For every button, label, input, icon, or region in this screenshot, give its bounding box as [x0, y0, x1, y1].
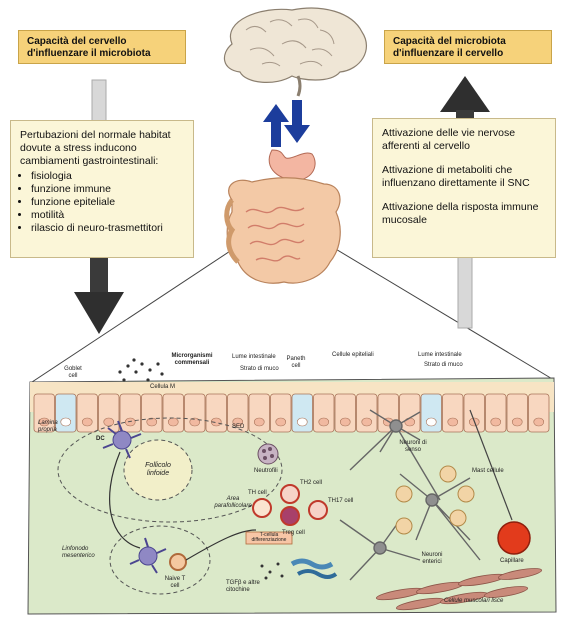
left-arrow-shaft-dark — [90, 255, 108, 295]
follicle-region — [123, 439, 193, 501]
brain-gut-arrows-icon — [263, 100, 310, 147]
cell-nucleus — [275, 417, 287, 427]
cell-nucleus — [103, 417, 115, 427]
cell-nucleus — [210, 417, 222, 427]
label-lumen-1: Lume intestinale — [232, 354, 276, 360]
dc-migration-arrow — [109, 451, 141, 549]
cell-nucleus — [232, 417, 244, 427]
zoom-line-right — [303, 229, 555, 381]
right-panel-paragraph: Attivazione delle vie nervose afferenti … — [382, 127, 516, 152]
label-dc: DC — [96, 436, 105, 442]
brain-icon — [223, 7, 367, 97]
neutrophil-icon — [257, 443, 279, 465]
left-arrow-head — [74, 292, 124, 334]
label-mucus-2: Strato di muco — [424, 362, 463, 368]
label-lamina: Lamina propria — [38, 420, 58, 433]
cell-nucleus — [146, 417, 158, 427]
left-panel-title: Capacità del cervello d'influenzare il m… — [18, 30, 186, 64]
lymph-node-region — [109, 525, 211, 595]
cell-nucleus — [404, 417, 416, 427]
cell-nucleus — [425, 417, 437, 427]
label-lymph-node: Linfonodo mesenterico — [62, 546, 95, 559]
left-panel-list: fisiologia funzione immune funzione epit… — [20, 170, 184, 235]
cell-nucleus — [533, 417, 545, 427]
label-th17: TH17 cell — [328, 498, 354, 504]
cell-nucleus — [511, 417, 523, 427]
label-m-cell: Cellula M — [150, 384, 176, 390]
naive-dc-icon — [129, 537, 187, 574]
left-panel-intro: Pertubazioni del normale habitat dovute … — [20, 129, 171, 167]
label-microorganisms: Microrganismi commensali — [171, 353, 213, 366]
right-arrow-head — [440, 76, 490, 112]
label-goblet: Goblet cell — [64, 366, 82, 379]
label-follicle: Follicolo linfoide — [145, 462, 171, 477]
t-cell-arrow — [185, 529, 257, 561]
label-differentiation: T-cellula differenziazione — [251, 532, 287, 543]
left-panel: Pertubazioni del normale habitat dovute … — [10, 120, 194, 258]
label-smooth-muscle: Cellule muscolari lisce — [444, 598, 504, 604]
dendritic-cell-icon — [102, 420, 142, 459]
t-cells-icon — [252, 484, 328, 526]
right-panel-paragraph: Attivazione della risposta immune mucosa… — [382, 201, 539, 226]
cell-nucleus — [490, 417, 502, 427]
label-tgf: TGFβ e altre citochine — [226, 580, 260, 593]
right-arrow-shaft-light — [457, 249, 473, 329]
label-parafollicular: Area parafollicolare — [214, 496, 252, 509]
label-naive: Naive T cell — [164, 576, 186, 589]
label-sed: SED — [232, 424, 245, 430]
cell-nucleus — [361, 417, 373, 427]
cell-nucleus — [339, 417, 351, 427]
label-mucus-1: Strato di muco — [240, 366, 279, 372]
cell-nucleus — [253, 417, 265, 427]
right-panel-title: Capacità del microbiota d'influenzare il… — [384, 30, 552, 64]
cell-nucleus — [167, 417, 179, 427]
right-panel: Attivazione delle vie nervose afferenti … — [372, 118, 556, 258]
cell-nucleus — [318, 417, 330, 427]
microorganisms-icon — [118, 358, 164, 382]
cytokines-icon — [260, 558, 338, 580]
cell-nucleus — [447, 417, 459, 427]
list-item: motilità — [31, 209, 184, 222]
smooth-muscle-icon — [375, 568, 543, 611]
mast-cells-icon — [395, 465, 475, 535]
zoom-line-left — [31, 229, 263, 383]
label-paneth: Paneth cell — [286, 356, 306, 369]
label-th2: TH2 cell — [300, 480, 323, 486]
label-neutrophil: Neutrofili — [254, 468, 278, 474]
label-treg: Treg cell — [282, 530, 305, 536]
epithelial-layer — [33, 393, 550, 433]
label-t-cell: TH cell — [248, 490, 267, 496]
label-enteric-neurons: Neuroni enterici — [421, 552, 443, 565]
label-mast-cells: Mast cellule — [472, 468, 504, 474]
cell-nucleus — [296, 417, 308, 427]
label-lumen-2: Lume intestinale — [418, 352, 462, 358]
list-item: fisiologia — [31, 170, 184, 183]
right-panel-paragraph: Attivazione di metaboliti che influenzan… — [382, 164, 530, 189]
list-item: rilascio di neuro-trasmettitori — [31, 222, 184, 235]
neurons-icon — [339, 409, 481, 581]
digestive-tract-icon — [224, 149, 341, 284]
cell-nucleus — [60, 417, 72, 427]
cell-nucleus — [189, 417, 201, 427]
label-sensory-neurons: Neuroni di senso — [399, 440, 427, 453]
differentiation-box — [245, 531, 293, 545]
cell-nucleus — [81, 417, 93, 427]
label-capillary: Capillare — [500, 558, 524, 564]
label-epithelial: Cellule epiteliali — [332, 352, 374, 358]
list-item: funzione epiteliale — [31, 196, 184, 209]
sed-region — [57, 417, 283, 523]
capillary-icon — [469, 409, 531, 555]
list-item: funzione immune — [31, 183, 184, 196]
cell-nucleus — [124, 417, 136, 427]
cell-nucleus — [38, 417, 50, 427]
